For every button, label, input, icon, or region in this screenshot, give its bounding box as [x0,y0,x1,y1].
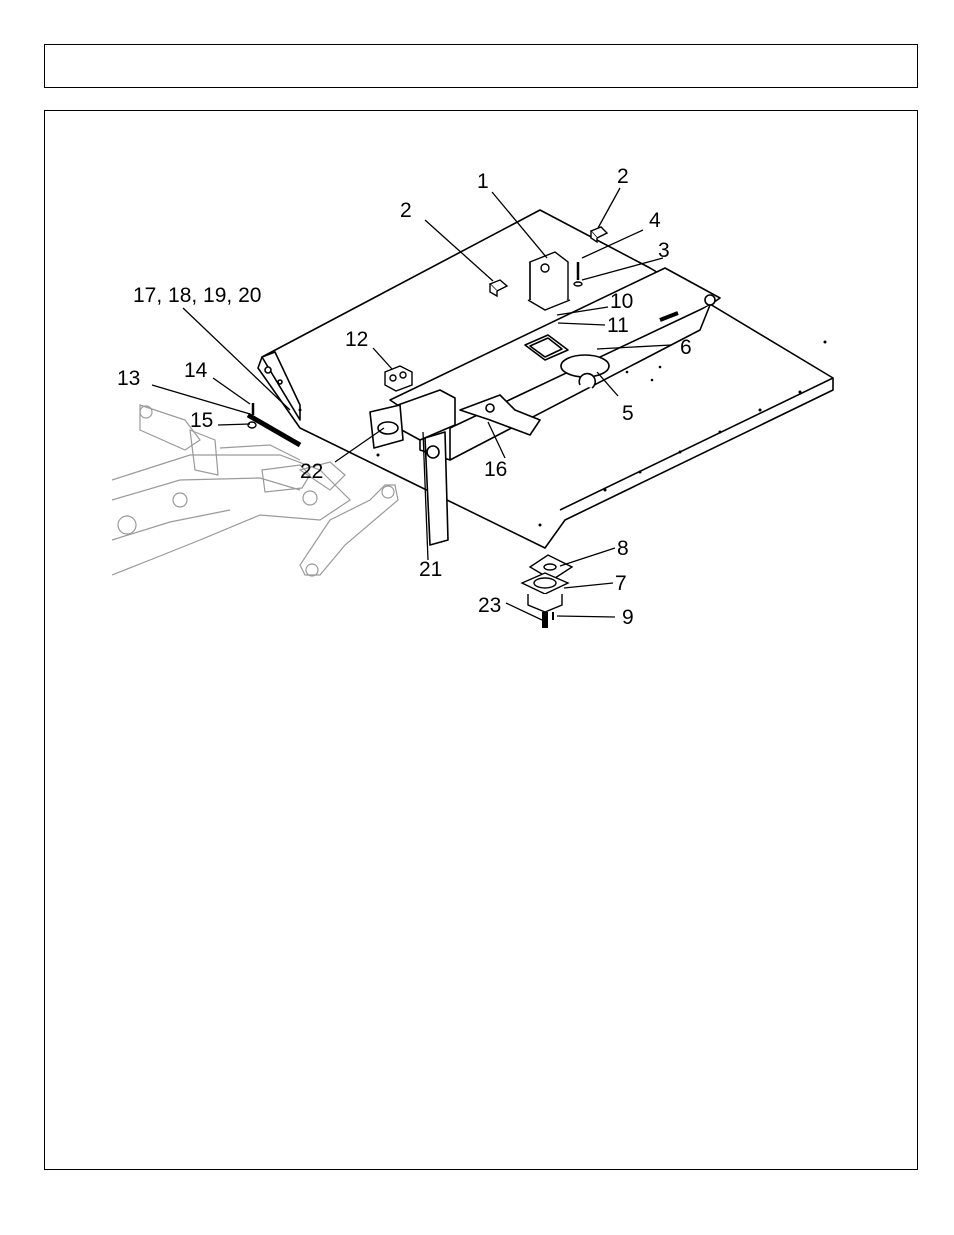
callout-7: 7 [615,572,627,595]
part-15-nut [247,421,257,429]
callout-13: 13 [117,367,140,390]
part-12-cushion [384,365,413,392]
callout-2-right: 2 [617,165,629,188]
part-1-bracket [527,251,571,311]
callout-8: 8 [617,537,629,560]
callout-22: 22 [300,460,323,483]
callout-9: 9 [622,606,634,629]
part-3-washer [573,281,583,287]
leader-lines [151,187,672,621]
callout-17-18-19-20: 17, 18, 19, 20 [133,284,261,307]
callout-11: 11 [607,314,629,337]
part-13-pin [246,412,302,448]
callout-16: 16 [484,458,507,481]
callout-12: 12 [345,328,368,351]
tractor-hitch-drawing [111,320,541,577]
component-parts [246,226,609,628]
mower-deck-drawing [257,209,834,549]
callout-15: 15 [190,409,213,432]
callout-labels: 1 2 2 3 4 5 6 7 8 9 10 11 12 13 14 15 16… [117,165,692,629]
callout-14: 14 [184,359,208,382]
part-7-bearing [520,572,570,613]
callout-10: 10 [610,290,633,313]
callout-5: 5 [622,402,634,425]
diagram-frame [44,110,918,1170]
part-2-block-left [488,279,509,298]
callout-1: 1 [477,170,489,193]
callout-3: 3 [658,239,670,262]
callout-6: 6 [680,336,692,359]
header-frame [44,44,918,88]
callout-23: 23 [478,594,501,617]
callout-2-left: 2 [400,199,412,222]
part-2-block-right [589,226,609,244]
callout-4: 4 [649,209,661,232]
callout-21: 21 [419,558,442,581]
